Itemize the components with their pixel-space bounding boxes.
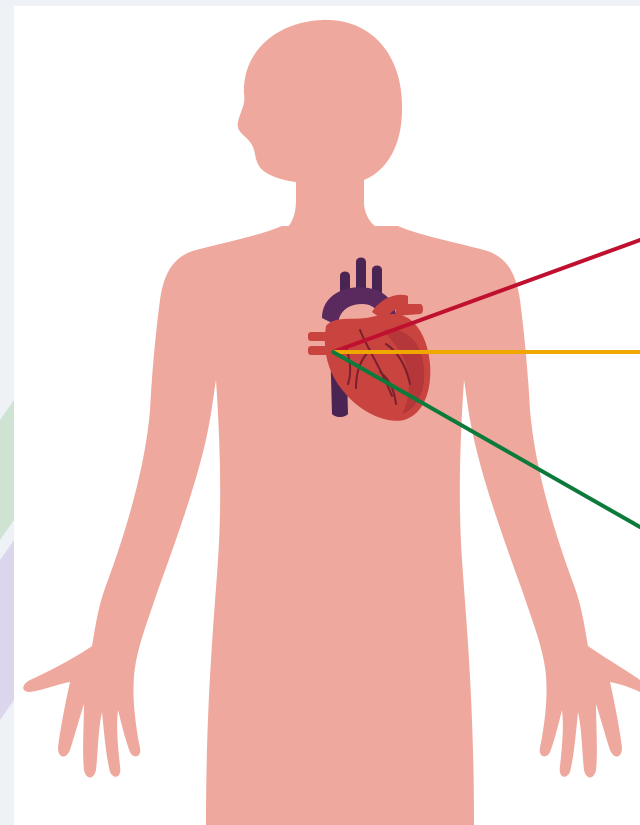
background-decor-green <box>0 400 14 540</box>
body-heart-illustration <box>14 6 640 825</box>
illustration-card <box>14 6 640 825</box>
background-decor-violet <box>0 540 14 720</box>
body-silhouette <box>23 20 640 825</box>
head <box>238 20 402 232</box>
